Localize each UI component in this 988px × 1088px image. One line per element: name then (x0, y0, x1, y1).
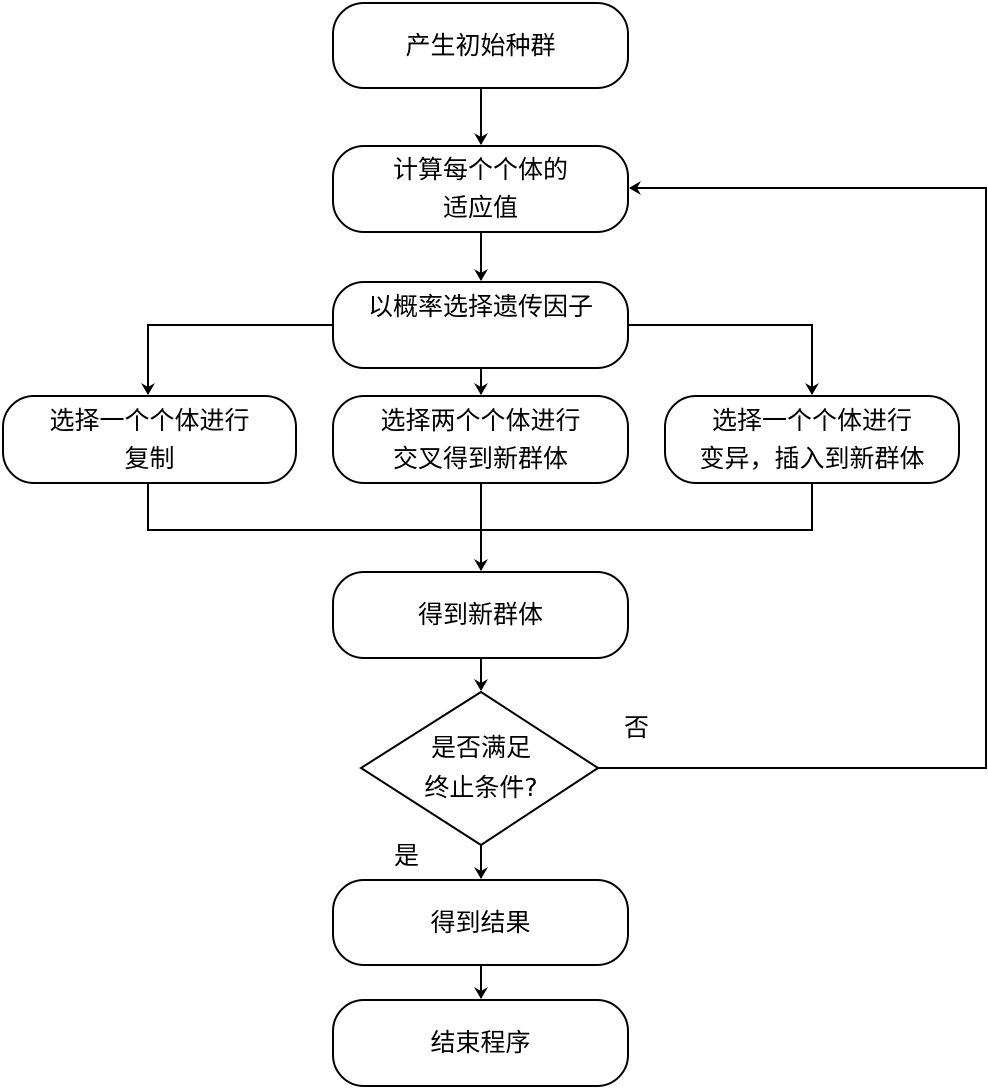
edge-label-no: 否 (624, 713, 650, 742)
node-compute-fitness-label: 计算每个个体的 适应值 (392, 155, 568, 222)
node-end-program-label: 结束程序 (430, 1028, 531, 1057)
arrow-no-loop-to-fitness (598, 181, 987, 769)
node-get-result: 得到结果 (332, 879, 629, 966)
node-get-result-label: 得到结果 (430, 907, 531, 937)
node-mutation-label: 选择一个个体进行 变异，插入到新群体 (699, 405, 925, 473)
node-select-operator-label: 以概率选择遗传因子 (367, 292, 593, 321)
node-crossover-label: 选择两个个体进行 交叉得到新群体 (380, 405, 581, 473)
node-init-population: 产生初始种群 (332, 2, 629, 89)
decision-label: 是否满足 终止条件? (424, 733, 538, 802)
node-reproduction: 选择一个个体进行 复制 (2, 395, 297, 484)
node-new-population-label: 得到新群体 (417, 600, 543, 629)
node-end-program: 结束程序 (332, 999, 629, 1087)
node-init-population-label: 产生初始种群 (405, 30, 556, 60)
node-crossover: 选择两个个体进行 交叉得到新群体 (332, 395, 629, 484)
node-reproduction-label: 选择一个个体进行 复制 (49, 405, 250, 473)
arrow-select-to-mutation (628, 324, 819, 395)
edge-label-yes: 是 (394, 841, 420, 870)
node-compute-fitness: 计算每个个体的 适应值 (332, 145, 629, 233)
arrow-select-to-copy (141, 324, 333, 395)
node-select-operator: 以概率选择遗传因子 (332, 281, 629, 369)
node-new-population: 得到新群体 (332, 571, 629, 659)
node-mutation: 选择一个个体进行 变异，插入到新群体 (664, 395, 960, 484)
